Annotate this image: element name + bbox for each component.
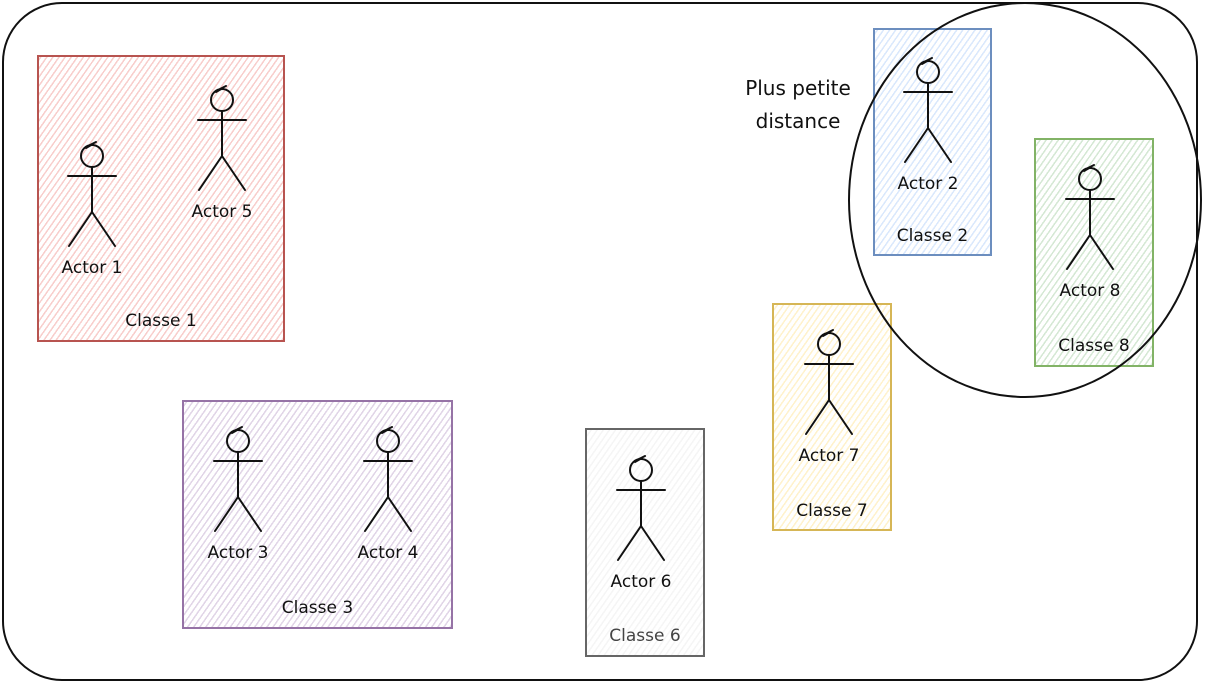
stick-figure-icon bbox=[611, 454, 671, 562]
annotation-line-2: distance bbox=[755, 109, 841, 133]
actor-label: Actor 1 bbox=[61, 258, 123, 278]
annotation-line-1: Plus petite bbox=[745, 76, 851, 100]
class-label: Classe 3 bbox=[281, 598, 354, 618]
actor-label: Actor 6 bbox=[610, 572, 672, 592]
annotation-text: Plus petite distance bbox=[718, 72, 878, 138]
actor-7[interactable]: Actor 7 bbox=[799, 328, 859, 466]
stick-figure-icon bbox=[799, 328, 859, 436]
stick-figure-icon bbox=[208, 425, 268, 533]
actor-5[interactable]: Actor 5 bbox=[192, 84, 252, 222]
class-box-1[interactable]: Classe 1 bbox=[37, 55, 285, 342]
class-label: Classe 1 bbox=[125, 311, 197, 331]
canvas-frame bbox=[2, 2, 1198, 681]
actor-label: Actor 4 bbox=[357, 543, 419, 563]
class-label: Classe 6 bbox=[609, 626, 681, 646]
actor-3[interactable]: Actor 3 bbox=[208, 425, 268, 563]
actor-4[interactable]: Actor 4 bbox=[358, 425, 418, 563]
closest-distance-ellipse bbox=[848, 2, 1202, 398]
stick-figure-icon bbox=[192, 84, 252, 192]
class-box-7[interactable]: Classe 7 bbox=[772, 303, 892, 531]
actor-label: Actor 5 bbox=[191, 202, 253, 222]
actor-6[interactable]: Actor 6 bbox=[611, 454, 671, 592]
stick-figure-icon bbox=[358, 425, 418, 533]
class-label: Classe 7 bbox=[796, 501, 868, 521]
class-box-6[interactable]: Classe 6 bbox=[585, 428, 705, 657]
actor-1[interactable]: Actor 1 bbox=[62, 140, 122, 278]
stick-figure-icon bbox=[62, 140, 122, 248]
actor-label: Actor 7 bbox=[798, 446, 860, 466]
actor-label: Actor 3 bbox=[207, 543, 269, 563]
